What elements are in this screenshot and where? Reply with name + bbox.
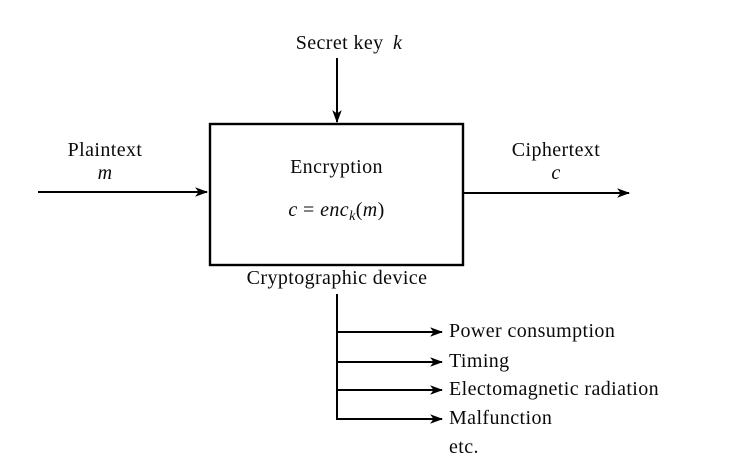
formula-subscript: k <box>349 209 356 224</box>
side-channel-label-etc: etc. <box>449 436 479 458</box>
formula-argument: m <box>362 199 378 221</box>
side-channel-label-malfunction: Malfunction <box>449 407 553 429</box>
side-channel-label-timing: Timing <box>449 350 510 372</box>
formula-open-paren: ( <box>355 199 363 221</box>
secret-key-label: Secret key k <box>249 32 449 55</box>
formula-equals: = <box>297 199 321 221</box>
formula-close-paren: ) <box>377 199 385 221</box>
formula-lhs: c <box>288 199 298 221</box>
encryption-box-title: Encryption <box>290 156 383 178</box>
side-channel-label-power: Power consumption <box>449 320 616 342</box>
formula-function: enc <box>320 199 350 221</box>
secret-key-text: Secret key <box>295 32 384 54</box>
secret-key-variable: k <box>392 32 403 54</box>
ciphertext-variable: c <box>551 162 561 184</box>
encryption-formula: c = enck(m) <box>210 199 463 228</box>
side-channel-label-em: Electomagnetic radiation <box>449 378 660 400</box>
plaintext-text: Plaintext <box>67 139 143 161</box>
plaintext-variable: m <box>97 162 113 184</box>
encryption-box-outline <box>208 122 465 267</box>
device-caption: Cryptographic device <box>246 267 428 289</box>
ciphertext-text: Ciphertext <box>511 139 601 161</box>
ciphertext-label: Ciphertext c <box>494 139 618 185</box>
plaintext-label: Plaintext m <box>45 139 165 185</box>
